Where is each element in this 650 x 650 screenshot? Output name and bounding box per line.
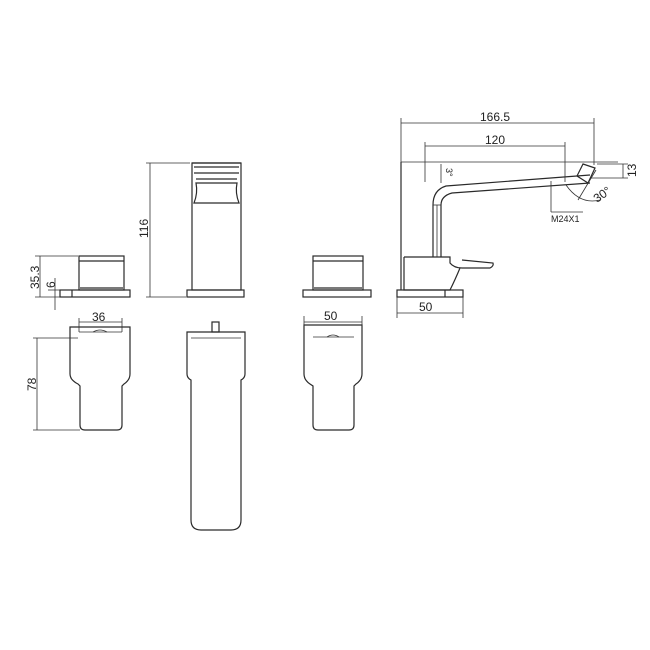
spout-plan xyxy=(186,321,246,531)
base-width-dimension xyxy=(396,297,464,318)
small-angle-label: 3° xyxy=(444,168,454,177)
thread-spec-label: M24X1 xyxy=(551,214,580,224)
spout-body-elevation xyxy=(146,162,245,298)
left-handle-plan xyxy=(33,318,131,431)
handle-height-label: 35.3 xyxy=(28,265,42,289)
plan-width-right-label: 50 xyxy=(324,309,338,323)
spout-side-elevation xyxy=(396,118,628,298)
right-handle-plan xyxy=(303,316,363,431)
reach-total-label: 166.5 xyxy=(480,110,510,124)
base-plate-label: 6 xyxy=(44,281,58,288)
body-height-label: 116 xyxy=(137,219,151,238)
base-width-label: 50 xyxy=(419,300,433,314)
tip-angle-label: 30° xyxy=(591,183,614,205)
left-handle-elevation xyxy=(35,255,131,310)
right-handle-elevation xyxy=(302,255,372,298)
tip-height-label: 13 xyxy=(625,163,639,177)
plan-length-label: 78 xyxy=(25,377,39,391)
plan-width-left-label: 36 xyxy=(92,310,106,324)
reach-inner-label: 120 xyxy=(485,133,505,147)
